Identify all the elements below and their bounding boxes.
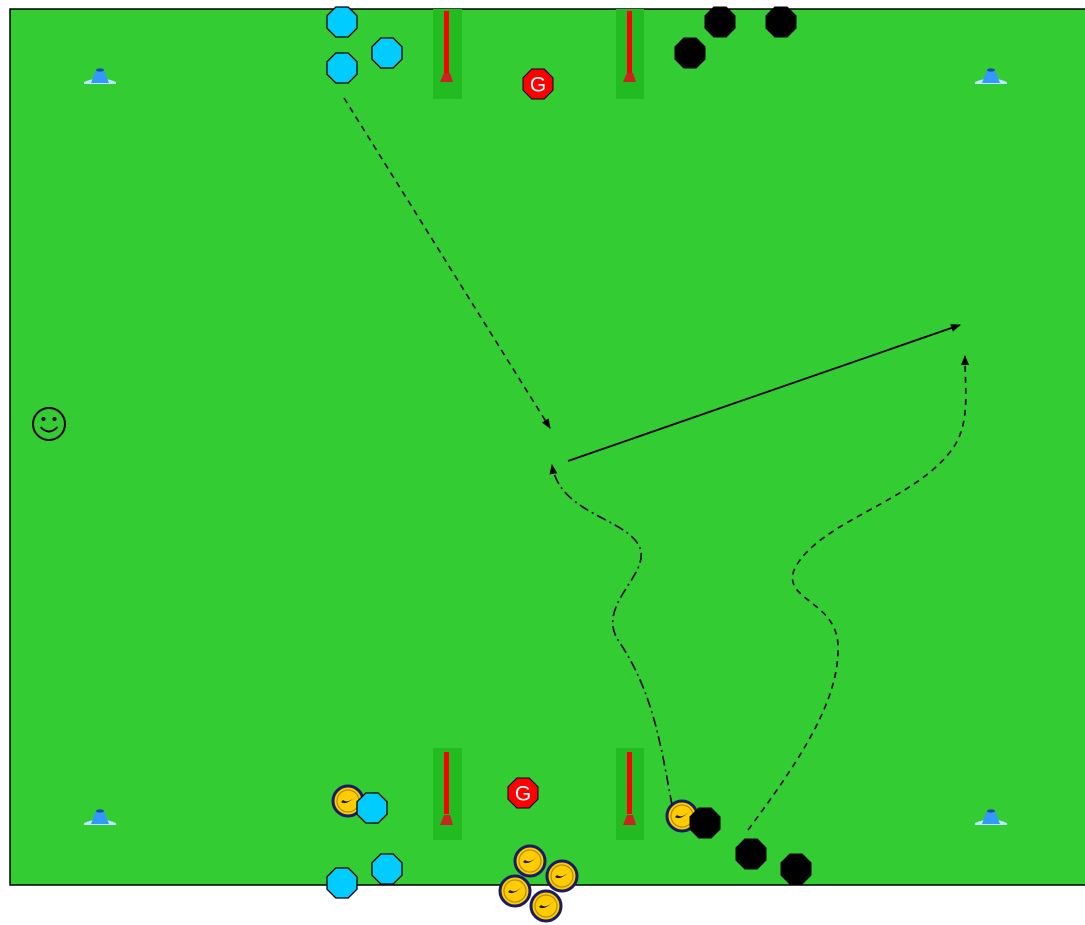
- player-blue: [372, 854, 402, 884]
- player-blue: [372, 38, 402, 68]
- player-black: [690, 808, 720, 838]
- pitch-field: [10, 9, 1085, 885]
- player-blue: [327, 868, 357, 898]
- player-blue: [327, 7, 357, 37]
- bottom-goal-left: [433, 748, 462, 840]
- player-blue: [357, 793, 387, 823]
- player-black: [675, 38, 705, 68]
- player-black: [736, 839, 766, 869]
- ball-icon: [515, 846, 545, 876]
- goalkeeper-top: G: [523, 69, 553, 99]
- player-black: [781, 854, 811, 884]
- top-goal-left: [433, 9, 462, 99]
- goalkeeper-label: G: [515, 783, 531, 806]
- player-black: [766, 7, 796, 37]
- ball-icon: [531, 891, 561, 921]
- ball-icon: [500, 876, 530, 906]
- goalkeeper-label: G: [530, 74, 546, 97]
- player-black: [705, 7, 735, 37]
- goalkeeper-bottom: G: [508, 778, 538, 808]
- top-goal-right: [616, 9, 644, 99]
- bottom-goal-right: [616, 748, 644, 840]
- ball-icon: [547, 861, 577, 891]
- player-blue: [327, 53, 357, 83]
